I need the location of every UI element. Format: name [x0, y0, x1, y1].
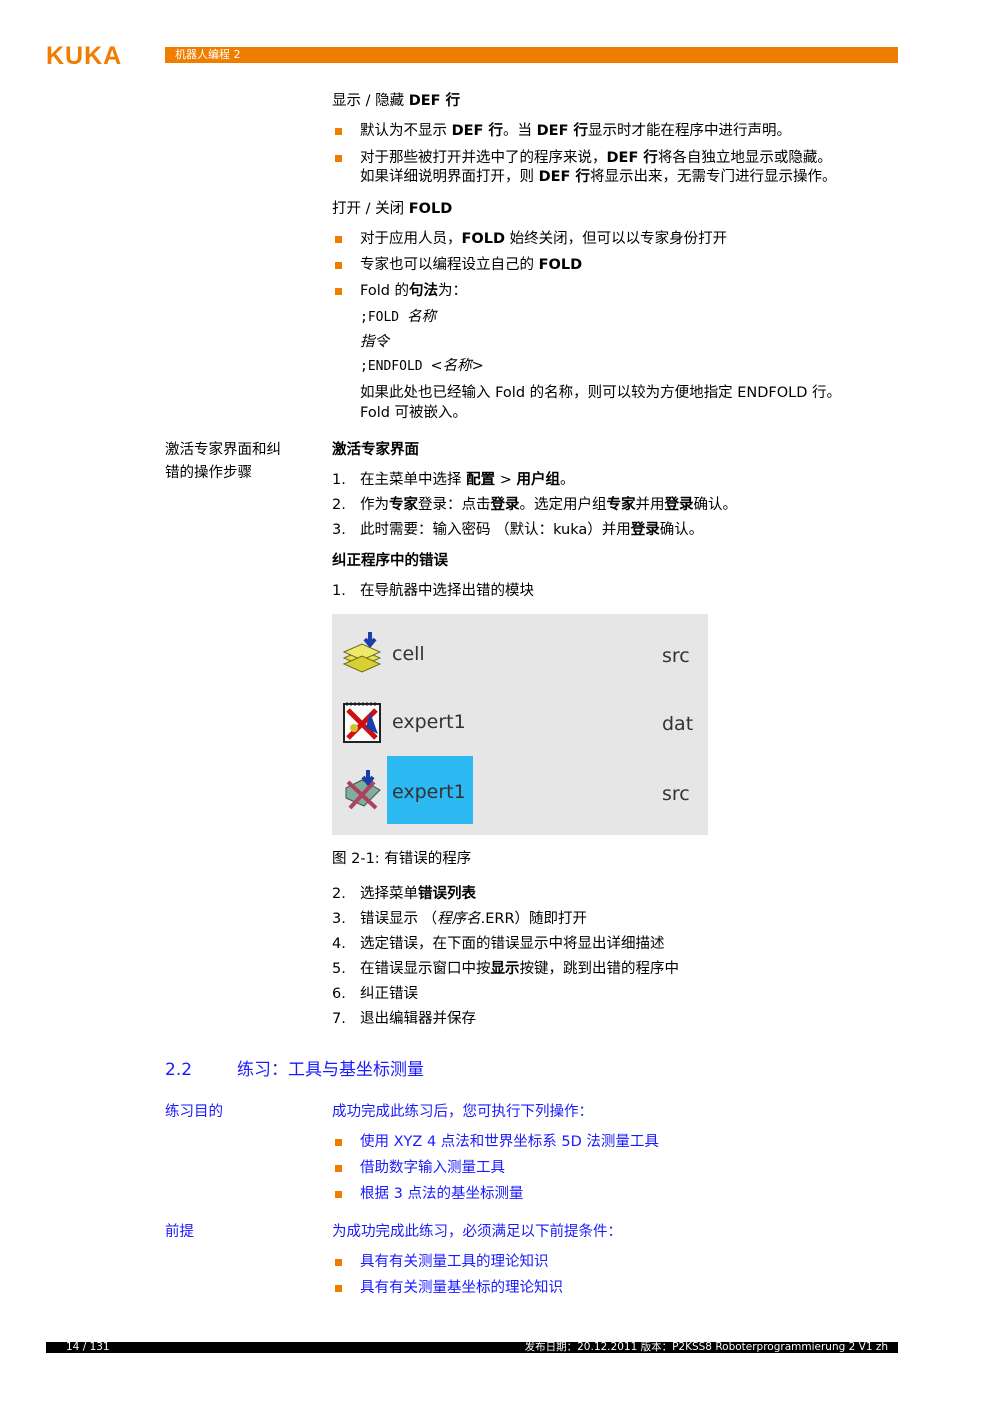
error-heading: 纠正程序中的错误 — [332, 553, 448, 569]
list-item: 7.退出编辑器并保存 — [332, 1011, 476, 1027]
goal-intro: 成功完成此练习后，您可执行下列操作： — [332, 1104, 593, 1120]
goal-list: 使用 XYZ 4 点法和世界坐标系 5D 法测量工具 借助数字输入测量工具 根据… — [332, 1133, 902, 1211]
error-data-file-icon — [343, 702, 381, 743]
list-item: 专家也可以编程设立自己的 FOLD — [332, 256, 902, 282]
navigator-row-selected[interactable]: expert1 src — [332, 756, 708, 826]
kuka-logo: KUKA — [46, 42, 123, 70]
figure-caption: 图 2-1: 有错误的程序 — [332, 851, 472, 867]
list-item: 5.在错误显示窗口中按显示按键，跳到出错的程序中 — [332, 961, 679, 977]
def-bullets: 默认为不显示 DEF 行。当 DEF 行显示时才能在程序中进行声明。 对于那些被… — [332, 122, 902, 187]
list-item: 2.作为专家登录：点击登录。选定用户组专家并用登录确认。 — [332, 497, 737, 513]
list-item: 3.此时需要：输入密码 （默认：kuka）并用登录确认。 — [332, 522, 704, 538]
navigator-row[interactable]: expert1 dat — [332, 686, 708, 756]
list-item: 具有有关测量工具的理论知识 — [332, 1253, 902, 1279]
fold-bullets: 对于应用人员，FOLD 始终关闭，但可以以专家身份打开 专家也可以编程设立自己的… — [332, 230, 902, 308]
prereq-list: 具有有关测量工具的理论知识 具有有关测量基坐标的理论知识 — [332, 1253, 902, 1305]
list-item: 6.纠正错误 — [332, 986, 418, 1002]
module-folder-icon — [342, 632, 382, 673]
file-type: src — [662, 783, 690, 805]
side-label-line: 错的操作步骤 — [165, 464, 252, 481]
list-item: 具有有关测量基坐标的理论知识 — [332, 1279, 902, 1305]
list-item: 默认为不显示 DEF 行。当 DEF 行显示时才能在程序中进行声明。 — [332, 122, 902, 141]
list-item: Fold 的句法为： — [332, 282, 902, 308]
side-label-expert: 激活专家界面和纠 错的操作步骤 — [165, 441, 315, 483]
header-title: 机器人编程 2 — [175, 48, 241, 61]
file-name: cell — [392, 643, 425, 665]
list-item: 借助数字输入测量工具 — [332, 1159, 902, 1185]
header-bar: 机器人编程 2 — [165, 47, 898, 63]
error-source-file-icon — [345, 770, 381, 810]
list-item: 对于那些被打开并选中了的程序来说，DEF 行将各自独立地显示或隐藏。如果详细说明… — [332, 149, 902, 187]
fold-code-line-1: ;FOLD 名称 — [360, 309, 436, 325]
expert-heading: 激活专家界面 — [332, 442, 419, 458]
selection-highlight — [387, 756, 473, 824]
list-item: 根据 3 点法的基坐标测量 — [332, 1185, 902, 1211]
file-name: expert1 — [392, 781, 466, 803]
list-item: 1.在主菜单中选择 配置 > 用户组。 — [332, 472, 575, 488]
fold-code-line-3: ;ENDFOLD <名称> — [360, 358, 484, 374]
error-step-1: 1.在导航器中选择出错的模块 — [332, 582, 902, 607]
list-item: 对于应用人员，FOLD 始终关闭，但可以以专家身份打开 — [332, 230, 902, 256]
section-number: 2.2 — [165, 1060, 193, 1080]
page-number: 14 / 131 — [66, 1341, 110, 1353]
fold-note-2: Fold 可被嵌入。 — [360, 405, 468, 421]
error-steps: 2.选择菜单错误列表 3.错误显示 （程序名.ERR）随即打开 4.选定错误，在… — [332, 885, 902, 1035]
file-type: dat — [662, 713, 694, 735]
section-title: 练习：工具与基坐标测量 — [237, 1060, 424, 1080]
side-label-line: 激活专家界面和纠 — [165, 442, 281, 458]
fold-note-1: 如果此处也已经输入 Fold 的名称，则可以较为方便地指定 ENDFOLD 行。 — [360, 385, 842, 401]
list-item: 1.在导航器中选择出错的模块 — [332, 583, 534, 599]
expert-steps: 1.在主菜单中选择 配置 > 用户组。 2.作为专家登录：点击登录。选定用户组专… — [332, 471, 902, 546]
fold-code-line-2: 指令 — [360, 334, 389, 350]
navigator-figure: cell src expert1 dat expert1 src — [332, 614, 708, 835]
file-name: expert1 — [392, 711, 466, 733]
navigator-row[interactable]: cell src — [332, 618, 708, 688]
list-item: 使用 XYZ 4 点法和世界坐标系 5D 法测量工具 — [332, 1133, 902, 1159]
goal-label: 练习目的 — [165, 1104, 223, 1120]
list-item: 2.选择菜单错误列表 — [332, 886, 476, 902]
def-heading: 显示 / 隐藏 DEF 行 — [332, 93, 461, 109]
file-type: src — [662, 645, 690, 667]
list-item: 4.选定错误，在下面的错误显示中将显出详细描述 — [332, 936, 665, 952]
list-item: 3.错误显示 （程序名.ERR）随即打开 — [332, 911, 588, 927]
prereq-intro: 为成功完成此练习，必须满足以下前提条件： — [332, 1224, 622, 1240]
fold-heading: 打开 / 关闭 FOLD — [332, 201, 453, 217]
prereq-label: 前提 — [165, 1224, 194, 1240]
publication-info: 发布日期：20.12.2011 版本：P2KSS8 Roboterprogram… — [524, 1341, 888, 1353]
footer-bar: 14 / 131 发布日期：20.12.2011 版本：P2KSS8 Robot… — [46, 1342, 898, 1353]
